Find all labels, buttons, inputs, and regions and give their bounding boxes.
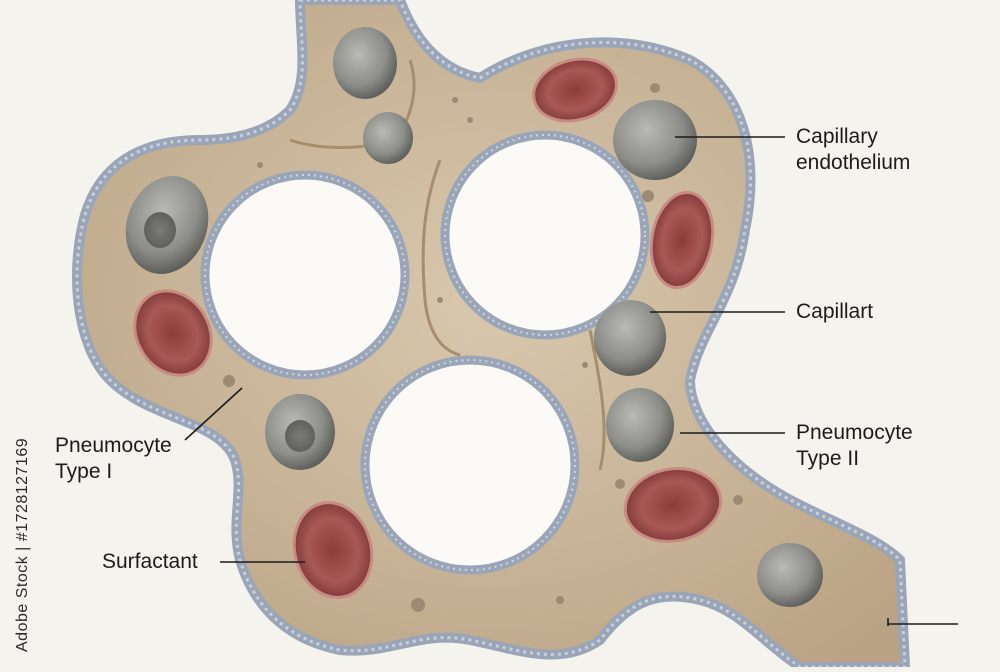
label-capillary-endothelium-line1: Capillary [796, 125, 878, 148]
gray-cell-nucleus [144, 212, 176, 248]
label-pneumocyte-type-ii-line2: Type II [796, 446, 913, 472]
alveolus-left [205, 175, 405, 375]
gray-cell [333, 27, 397, 99]
gray-cell-nucleus [285, 420, 315, 452]
label-capillart: Capillart [796, 299, 873, 325]
gray-cell [613, 100, 697, 180]
label-surfactant-text: Surfactant [102, 550, 198, 573]
label-pneumocyte-type-ii-line1: Pneumocyte [796, 421, 913, 444]
label-surfactant: Surfactant [102, 549, 198, 575]
label-capillary-endothelium-line2: endothelium [796, 150, 910, 176]
gray-cell [363, 112, 413, 164]
alveolus-bottom [365, 360, 575, 570]
label-pneumocyte-type-i: Pneumocyte Type I [55, 433, 172, 485]
gray-cell [606, 388, 674, 462]
stock-watermark: Adobe Stock | #1728127169 [14, 438, 32, 652]
label-pneumocyte-type-ii: Pneumocyte Type II [796, 420, 913, 472]
label-capillart-text: Capillart [796, 300, 873, 323]
gray-cell [757, 543, 823, 607]
label-capillary-endothelium: Capillary endothelium [796, 124, 910, 176]
label-pneumocyte-type-i-line2: Type I [55, 459, 172, 485]
label-pneumocyte-type-i-line1: Pneumocyte [55, 434, 172, 457]
